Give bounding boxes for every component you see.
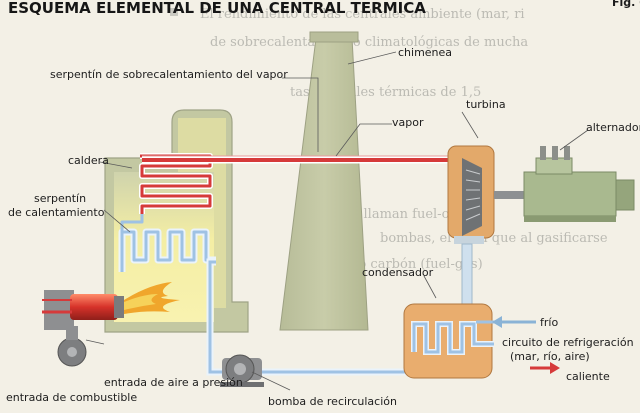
label-serpentin-line2: de calentamiento bbox=[8, 206, 105, 219]
label-condensador: condensador bbox=[362, 266, 434, 279]
chimney bbox=[279, 31, 369, 331]
label-serpentin-sobrecalentamiento: serpentín de sobrecalentamiento del vapo… bbox=[50, 68, 288, 81]
label-circuito-line1: circuito de refrigeración bbox=[502, 336, 634, 349]
background-page-text: El rendimiento de las centrales ambiente… bbox=[170, 7, 608, 272]
svg-text:El rendimiento de las centrale: El rendimiento de las centrales ambiente… bbox=[200, 7, 525, 22]
label-turbina: turbina bbox=[466, 98, 506, 111]
superheater-coil bbox=[139, 153, 213, 214]
turbine bbox=[447, 145, 495, 244]
label-entrada-aire: entrada de aire a presión bbox=[104, 376, 243, 389]
label-entrada-combustible: entrada de combustible bbox=[6, 391, 137, 404]
leader-lines bbox=[85, 51, 589, 391]
alternator bbox=[523, 146, 635, 222]
heating-coil bbox=[118, 214, 216, 272]
svg-text:de sobrecalentamiento climatol: de sobrecalentamiento climatológicas de … bbox=[210, 35, 528, 50]
cold-water-arrow bbox=[492, 316, 536, 328]
steam-pipe bbox=[142, 155, 454, 164]
label-bomba: bomba de recirculación bbox=[268, 395, 397, 408]
label-alternador: alternador bbox=[586, 121, 640, 134]
label-chimenea: chimenea bbox=[398, 46, 452, 59]
burner bbox=[42, 290, 124, 367]
label-caliente: caliente bbox=[566, 370, 610, 383]
label-frio: frío bbox=[540, 316, 558, 329]
svg-text:modo carbón (fuel-gas): modo carbón (fuel-gas) bbox=[330, 257, 483, 272]
turbine-shaft bbox=[494, 191, 534, 199]
svg-text:se llaman fuel-oil: se llaman fuel-oil bbox=[345, 207, 458, 222]
hot-water-arrow bbox=[530, 362, 560, 374]
label-vapor: vapor bbox=[392, 116, 424, 129]
label-caldera: caldera bbox=[68, 154, 109, 167]
label-circuito-line2: (mar, río, aire) bbox=[510, 350, 590, 363]
exhaust-pipe bbox=[461, 243, 473, 311]
label-serpentin-line1: serpentín bbox=[34, 192, 86, 205]
condenser bbox=[403, 303, 530, 379]
recirculation-pump bbox=[220, 354, 264, 387]
diagram-title: ESQUEMA ELEMENTAL DE UNA CENTRAL TERMICA bbox=[8, 0, 426, 17]
flame bbox=[124, 282, 180, 314]
corner-fig-label: Fig. 6 bbox=[612, 0, 640, 9]
svg-text:bombas, el agua que al gasific: bombas, el agua que al gasificarse bbox=[380, 231, 608, 246]
